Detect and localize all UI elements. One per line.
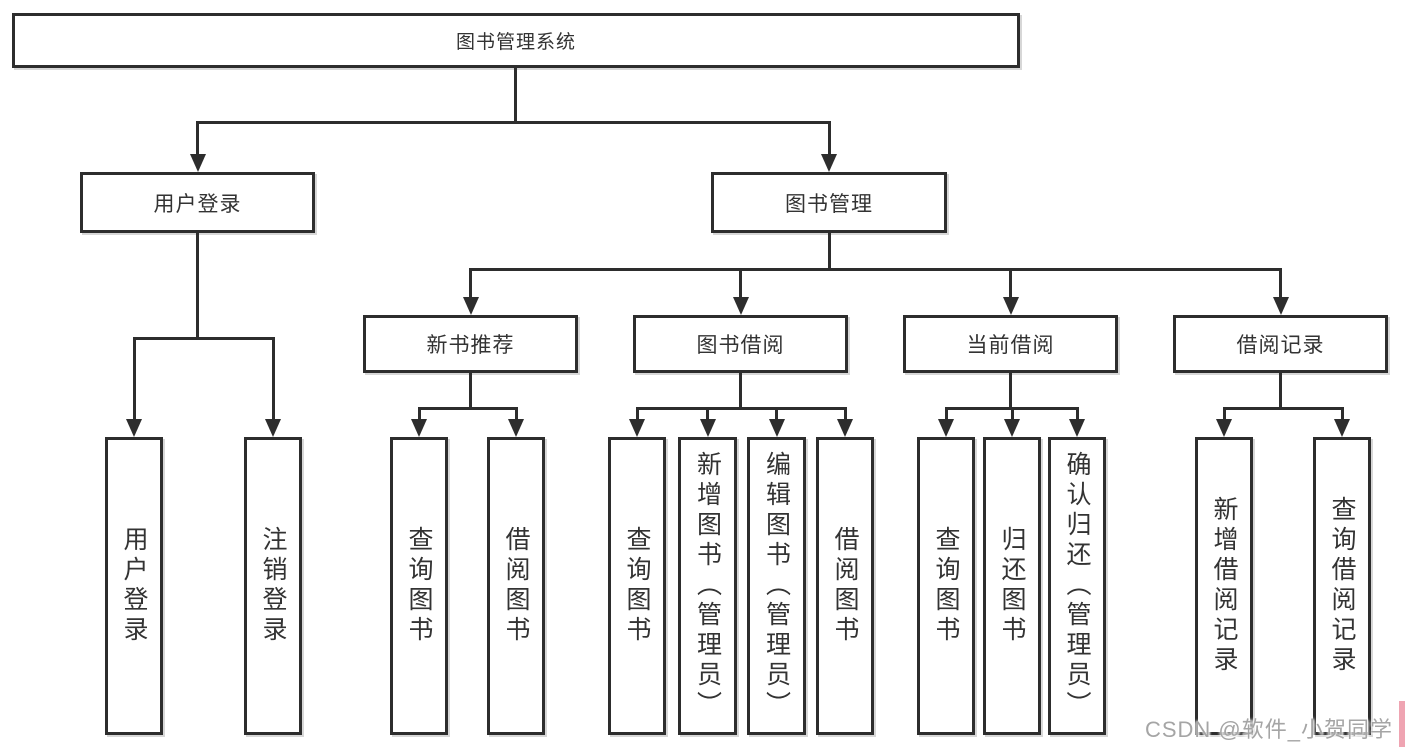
connector-line <box>469 373 472 407</box>
node-user-login: 用户登录 <box>80 172 315 233</box>
connector-line <box>469 268 472 298</box>
connector-line <box>828 233 831 268</box>
csdn-watermark: CSDN @软件_小贺同学 <box>1144 717 1393 742</box>
leaf-borrow-edit-admin: 编辑图书（管理员） <box>747 437 806 735</box>
leaf-current-return: 归还图书 <box>983 437 1041 735</box>
connector-line <box>945 407 948 420</box>
node-book-management: 图书管理 <box>711 172 947 233</box>
connector-line <box>418 407 421 420</box>
node-label: 查询图书 <box>623 526 651 646</box>
node-label: 图书管理系统 <box>455 32 576 53</box>
arrow-down-icon <box>769 419 785 437</box>
connector-line <box>469 268 1282 271</box>
arrow-down-icon <box>938 419 954 437</box>
arrow-down-icon <box>265 419 281 437</box>
node-new-book-recommend: 新书推荐 <box>363 315 578 373</box>
connector-line <box>196 121 199 155</box>
node-label: 新增图书（管理员） <box>693 451 722 721</box>
connector-line <box>515 407 518 420</box>
leaf-user-login: 用户登录 <box>105 437 163 735</box>
connector-line <box>844 407 847 420</box>
arrow-down-icon <box>411 419 427 437</box>
arrow-down-icon <box>1003 297 1019 315</box>
leaf-current-confirm-admin: 确认归还（管理员） <box>1048 437 1106 735</box>
node-label: 归还图书 <box>998 526 1026 646</box>
node-label: 用户登录 <box>153 192 242 216</box>
arrow-down-icon <box>190 154 206 172</box>
connector-line <box>1279 268 1282 298</box>
connector-line <box>1279 373 1282 407</box>
leaf-logout: 注销登录 <box>244 437 302 735</box>
node-current-borrowing: 当前借阅 <box>903 315 1118 373</box>
node-label: 借阅图书 <box>502 526 530 646</box>
leaf-record-query: 查询借阅记录 <box>1313 437 1371 735</box>
connector-line <box>1009 268 1012 298</box>
connector-line <box>1223 407 1344 410</box>
arrow-down-icon <box>629 419 645 437</box>
arrow-down-icon <box>733 297 749 315</box>
arrow-down-icon <box>1216 419 1232 437</box>
leaf-newbook-borrow: 借阅图书 <box>487 437 545 735</box>
leaf-current-query: 查询图书 <box>917 437 975 735</box>
connector-line <box>1223 407 1226 420</box>
connector-line <box>272 337 275 420</box>
connector-line <box>1009 373 1012 407</box>
node-book-borrowing: 图书借阅 <box>633 315 848 373</box>
node-label: 图书借阅 <box>696 334 785 357</box>
connector-line <box>828 121 831 155</box>
node-root-system: 图书管理系统 <box>12 13 1020 68</box>
node-borrow-records: 借阅记录 <box>1173 315 1388 373</box>
node-label: 确认归还（管理员） <box>1063 451 1091 721</box>
node-label: 当前借阅 <box>966 334 1055 357</box>
arrow-down-icon <box>1334 419 1350 437</box>
connector-line <box>196 233 199 337</box>
arrow-down-icon <box>1069 419 1085 437</box>
arrow-down-icon <box>508 419 524 437</box>
node-label: 查询图书 <box>932 526 960 646</box>
leaf-record-add: 新增借阅记录 <box>1195 437 1253 735</box>
connector-line <box>1341 407 1344 420</box>
node-label: 用户登录 <box>120 526 148 646</box>
node-label: 编辑图书（管理员） <box>762 451 791 721</box>
arrow-down-icon <box>700 419 716 437</box>
node-label: 新书推荐 <box>426 334 515 357</box>
connector-line <box>739 373 742 407</box>
node-label: 新增借阅记录 <box>1210 496 1238 676</box>
node-label: 注销登录 <box>259 526 287 646</box>
leaf-borrow-query: 查询图书 <box>608 437 666 735</box>
node-label: 借阅图书 <box>831 526 859 646</box>
leaf-borrow-borrow: 借阅图书 <box>816 437 874 735</box>
node-label: 查询图书 <box>405 526 433 646</box>
connector-line <box>636 407 639 420</box>
leaf-borrow-add-admin: 新增图书（管理员） <box>678 437 737 735</box>
arrow-down-icon <box>821 154 837 172</box>
connector-line <box>196 121 830 124</box>
connector-line <box>133 337 136 420</box>
connector-line <box>739 268 742 298</box>
connector-line <box>514 68 517 121</box>
arrow-down-icon <box>1273 297 1289 315</box>
node-label: 图书管理 <box>785 192 873 216</box>
arrow-down-icon <box>1004 419 1020 437</box>
node-label: 借阅记录 <box>1236 334 1325 357</box>
leaf-newbook-query: 查询图书 <box>390 437 448 735</box>
arrow-down-icon <box>463 297 479 315</box>
watermark-accent-bar <box>1399 701 1405 747</box>
arrow-down-icon <box>126 419 142 437</box>
connector-line <box>1076 407 1079 420</box>
connector-line <box>1011 407 1014 420</box>
connector-line <box>775 407 778 420</box>
connector-line <box>636 407 847 410</box>
connector-line <box>418 407 518 410</box>
connector-line <box>706 407 709 420</box>
arrow-down-icon <box>837 419 853 437</box>
connector-line <box>133 337 275 340</box>
node-label: 查询借阅记录 <box>1328 496 1356 676</box>
